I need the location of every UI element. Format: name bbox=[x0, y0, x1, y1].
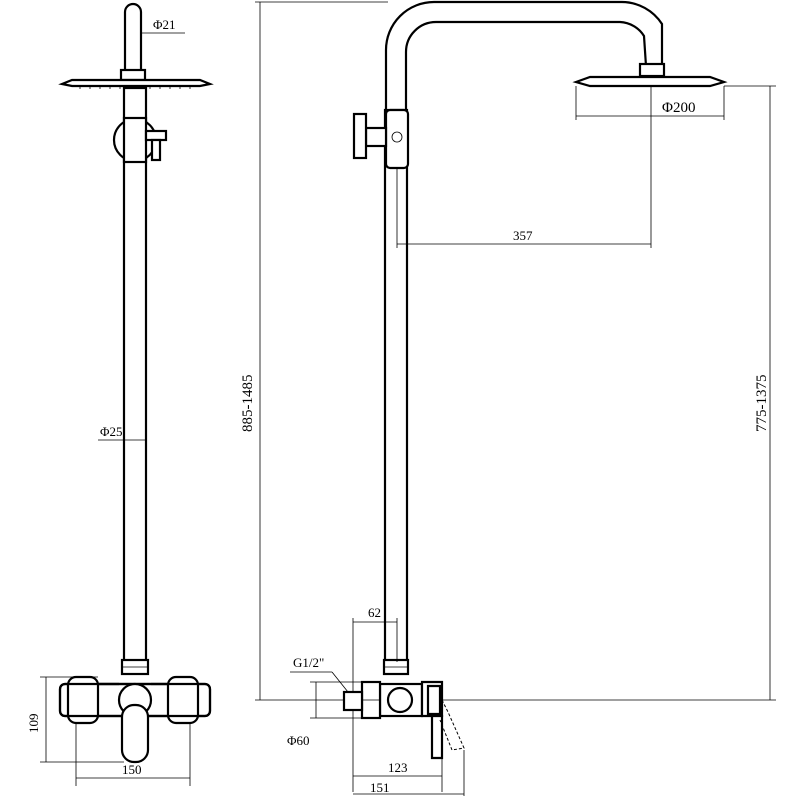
dim-head-diameter: Φ200 bbox=[575, 86, 725, 120]
dim-head-diameter-label: Φ200 bbox=[662, 100, 695, 116]
dim-total-depth: 151 bbox=[353, 750, 465, 796]
front-diverter-handle bbox=[150, 138, 162, 162]
front-riser-pipe bbox=[122, 86, 148, 664]
dim-head-height: 775-1375 bbox=[442, 85, 776, 701]
dim-flange-diameter: Φ60 bbox=[287, 681, 362, 748]
dim-valve-depth: 123 bbox=[352, 710, 443, 792]
side-view: Φ200 357 885-1485 775-1375 62 bbox=[240, 0, 776, 796]
front-mixer-right-flange bbox=[166, 675, 200, 725]
front-diverter-body bbox=[122, 116, 148, 164]
dim-inlet-thread: G1/2" bbox=[290, 655, 349, 693]
dim-arm-reach: 357 bbox=[396, 86, 652, 248]
dim-pipe-diameter-label: Φ25 bbox=[100, 424, 123, 439]
dim-mixer-height: 109 bbox=[26, 676, 124, 763]
side-arm-outer bbox=[384, 0, 664, 110]
side-arm-inner bbox=[404, 20, 648, 110]
dim-mixer-width-label: 150 bbox=[122, 762, 142, 777]
side-shower-head bbox=[572, 75, 728, 88]
side-riser-pipe bbox=[383, 108, 409, 664]
front-arm-nut bbox=[119, 68, 147, 82]
side-handle-lever bbox=[430, 714, 444, 760]
front-arm-stub bbox=[123, 2, 143, 74]
dim-arm-reach-label: 357 bbox=[513, 228, 533, 243]
side-inlet-nipple bbox=[342, 690, 364, 712]
side-diverter-body bbox=[384, 108, 410, 170]
front-view: Φ21 Φ25 109 150 bbox=[26, 2, 214, 786]
dim-inlet-thread-label: G1/2" bbox=[293, 655, 324, 670]
dim-arm-diameter-label: Φ21 bbox=[153, 17, 176, 32]
dim-mixer-width: 150 bbox=[75, 723, 191, 786]
side-arm-nut bbox=[638, 62, 666, 78]
front-diverter-lever bbox=[144, 129, 168, 142]
dim-pipe-diameter: Φ25 bbox=[98, 424, 146, 441]
dim-valve-offset-label: 62 bbox=[368, 605, 381, 620]
side-diverter-knob bbox=[352, 112, 368, 160]
dim-valve-depth-label: 123 bbox=[388, 760, 408, 775]
side-valve-cartridge bbox=[386, 686, 414, 714]
dim-valve-offset: 62 bbox=[352, 605, 398, 692]
side-handle-rotated bbox=[439, 699, 465, 751]
dim-total-depth-label: 151 bbox=[370, 780, 390, 795]
front-mixer-handle bbox=[120, 703, 150, 764]
dim-total-height-label: 885-1485 bbox=[240, 375, 256, 433]
front-shower-head bbox=[58, 78, 214, 88]
dim-total-height: 885-1485 bbox=[240, 1, 388, 701]
dim-arm-diameter: Φ21 bbox=[140, 17, 185, 38]
side-diverter-stem bbox=[364, 126, 388, 148]
dim-mixer-height-label: 109 bbox=[26, 714, 41, 734]
dim-head-height-label: 775-1375 bbox=[754, 375, 770, 433]
dim-flange-diameter-label: Φ60 bbox=[287, 733, 310, 748]
